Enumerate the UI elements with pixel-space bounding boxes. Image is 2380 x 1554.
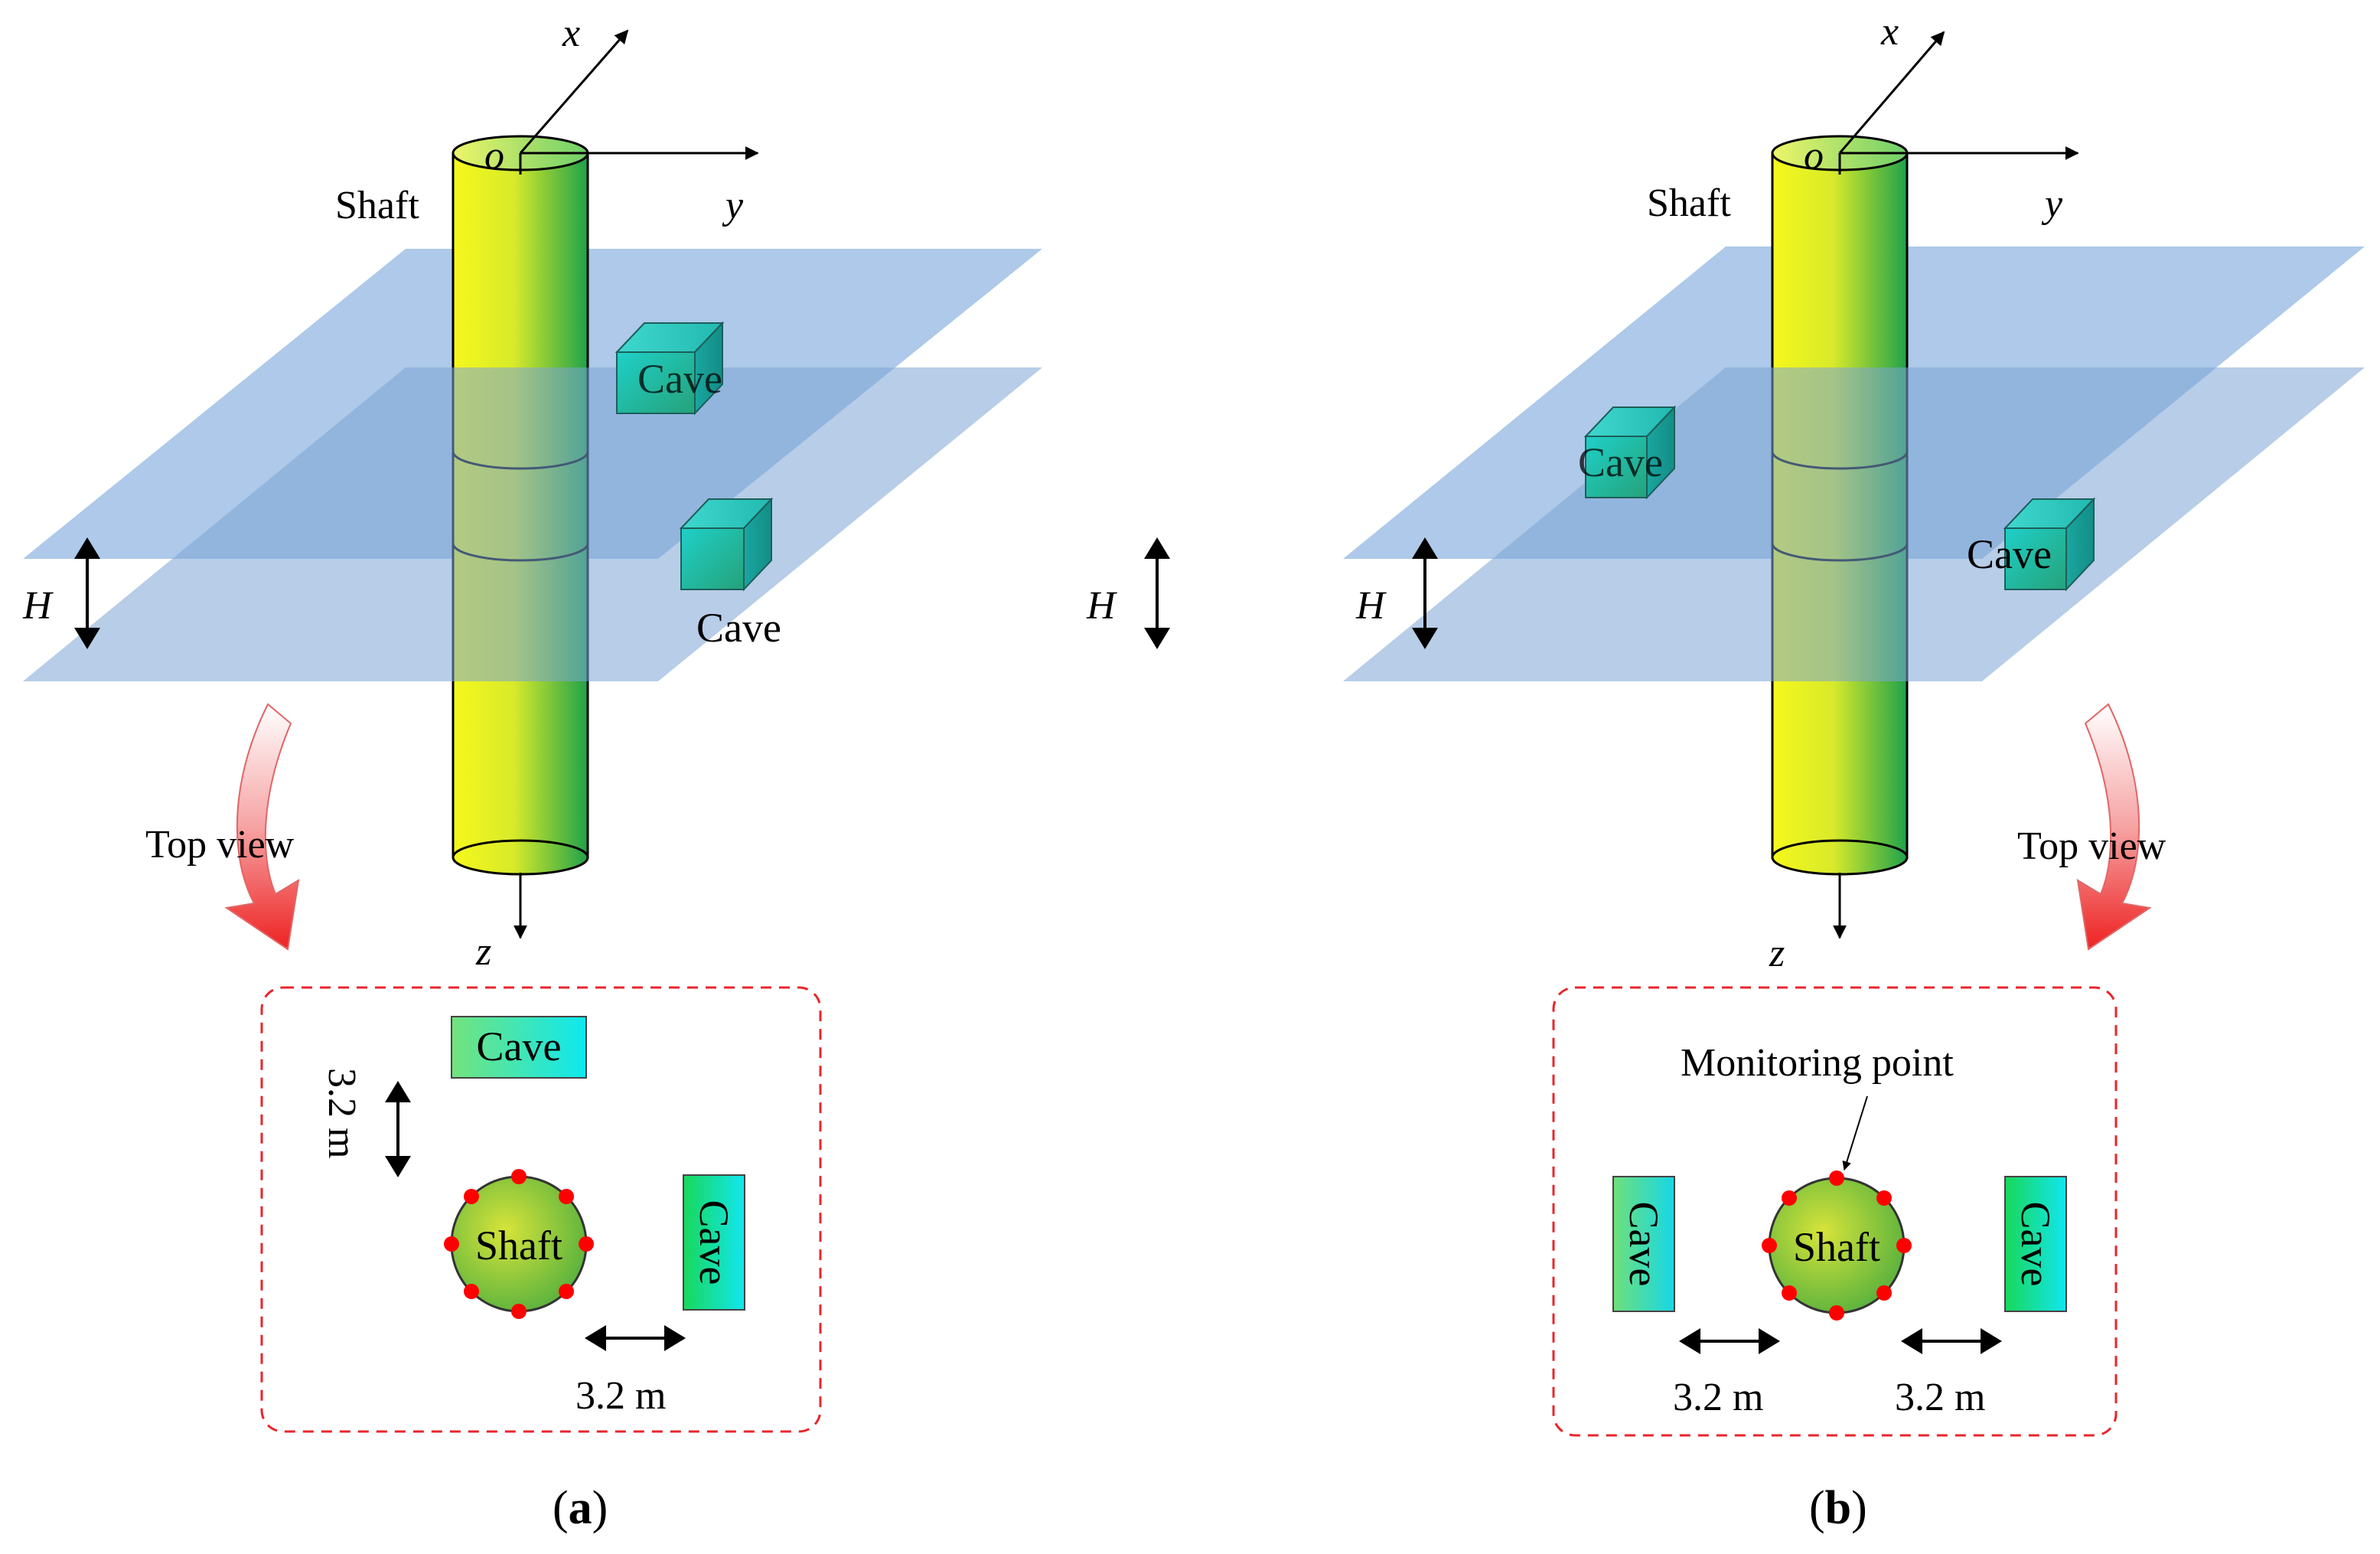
- axis-x-line-b: [1838, 31, 1945, 154]
- axis-z-label: z: [475, 930, 491, 974]
- panel-a: x y z o Shaft Cave Cave H Top view: [22, 11, 1042, 1534]
- dim-vertical-label: 3.2 m: [320, 1068, 364, 1158]
- top-cave-upper: [451, 1016, 587, 1079]
- monitoring-points-b: [1762, 1170, 1912, 1321]
- panel-b: x y z o Shaft Cave Cave H Top view Monit: [1343, 10, 2365, 1534]
- axis-y-label: y: [722, 184, 744, 227]
- height-label-b: H: [1355, 584, 1387, 628]
- top-cave-left-b: [1612, 1176, 1675, 1312]
- axis-x-label-b: x: [1880, 10, 1899, 54]
- cave-label-upper: Cave: [637, 356, 722, 402]
- axis-x-label: x: [562, 11, 580, 55]
- dim-left-label-b: 3.2 m: [1673, 1376, 1763, 1419]
- dim-horizontal-label: 3.2 m: [575, 1374, 666, 1418]
- cave-label-lower: Cave: [696, 605, 781, 651]
- top-view-arrow-b: [2076, 703, 2152, 951]
- top-view-box-b: [1552, 986, 2118, 1437]
- cave-cube-lower: [679, 497, 774, 592]
- axis-x-line: [519, 29, 629, 154]
- dim-horizontal-arrow: [585, 1325, 686, 1351]
- monitoring-points: [444, 1169, 594, 1319]
- height-label: H: [22, 584, 54, 628]
- origin-label: o: [484, 134, 504, 178]
- axis-y-label-b: y: [2041, 182, 2063, 226]
- top-cave-right-label-b: Cave: [2013, 1202, 2059, 1287]
- middle-height-arrow: [1144, 537, 1170, 649]
- top-view-arrow: [224, 703, 300, 951]
- cave-cube-right: [2003, 497, 2096, 592]
- top-cave-right-b: [2004, 1176, 2067, 1312]
- lower-plane: [23, 367, 1042, 681]
- caption-a: (a): [553, 1482, 608, 1534]
- caption-b: (b): [1809, 1482, 1867, 1534]
- cave-cube-upper: [615, 321, 725, 416]
- cave-cube-left: [1583, 405, 1677, 500]
- dim-right-label-b: 3.2 m: [1895, 1376, 1985, 1419]
- height-arrow-b: [1412, 537, 1438, 649]
- axis-z-label-b: z: [1769, 932, 1785, 975]
- height-arrow: [74, 537, 100, 649]
- monitoring-label: Monitoring point: [1681, 1041, 1954, 1085]
- dim-left-arrow-b: [1679, 1328, 1780, 1354]
- lower-plane-b: [1343, 367, 2365, 681]
- cave-label-left: Cave: [1578, 439, 1663, 485]
- top-cave-left-label-b: Cave: [1621, 1202, 1667, 1287]
- shaft-label: Shaft: [335, 184, 419, 227]
- shaft-label-b: Shaft: [1647, 181, 1731, 225]
- middle-height-label: H: [1086, 584, 1117, 628]
- top-view-label-b: Top view: [2017, 824, 2166, 868]
- dim-right-arrow-b: [1901, 1328, 2002, 1354]
- top-cave-right: [683, 1174, 745, 1311]
- monitoring-pointer: [1842, 1095, 1868, 1171]
- origin-label-b: o: [1804, 134, 1824, 178]
- dim-vertical-arrow: [385, 1081, 411, 1177]
- top-shaft-label: Shaft: [475, 1223, 562, 1268]
- top-view-label: Top view: [145, 823, 295, 867]
- top-shaft-label-b: Shaft: [1793, 1224, 1880, 1270]
- top-cave-upper-label: Cave: [477, 1023, 562, 1069]
- cave-label-right: Cave: [1967, 531, 2052, 577]
- top-cave-right-label: Cave: [691, 1200, 737, 1285]
- top-view-box: [260, 986, 822, 1433]
